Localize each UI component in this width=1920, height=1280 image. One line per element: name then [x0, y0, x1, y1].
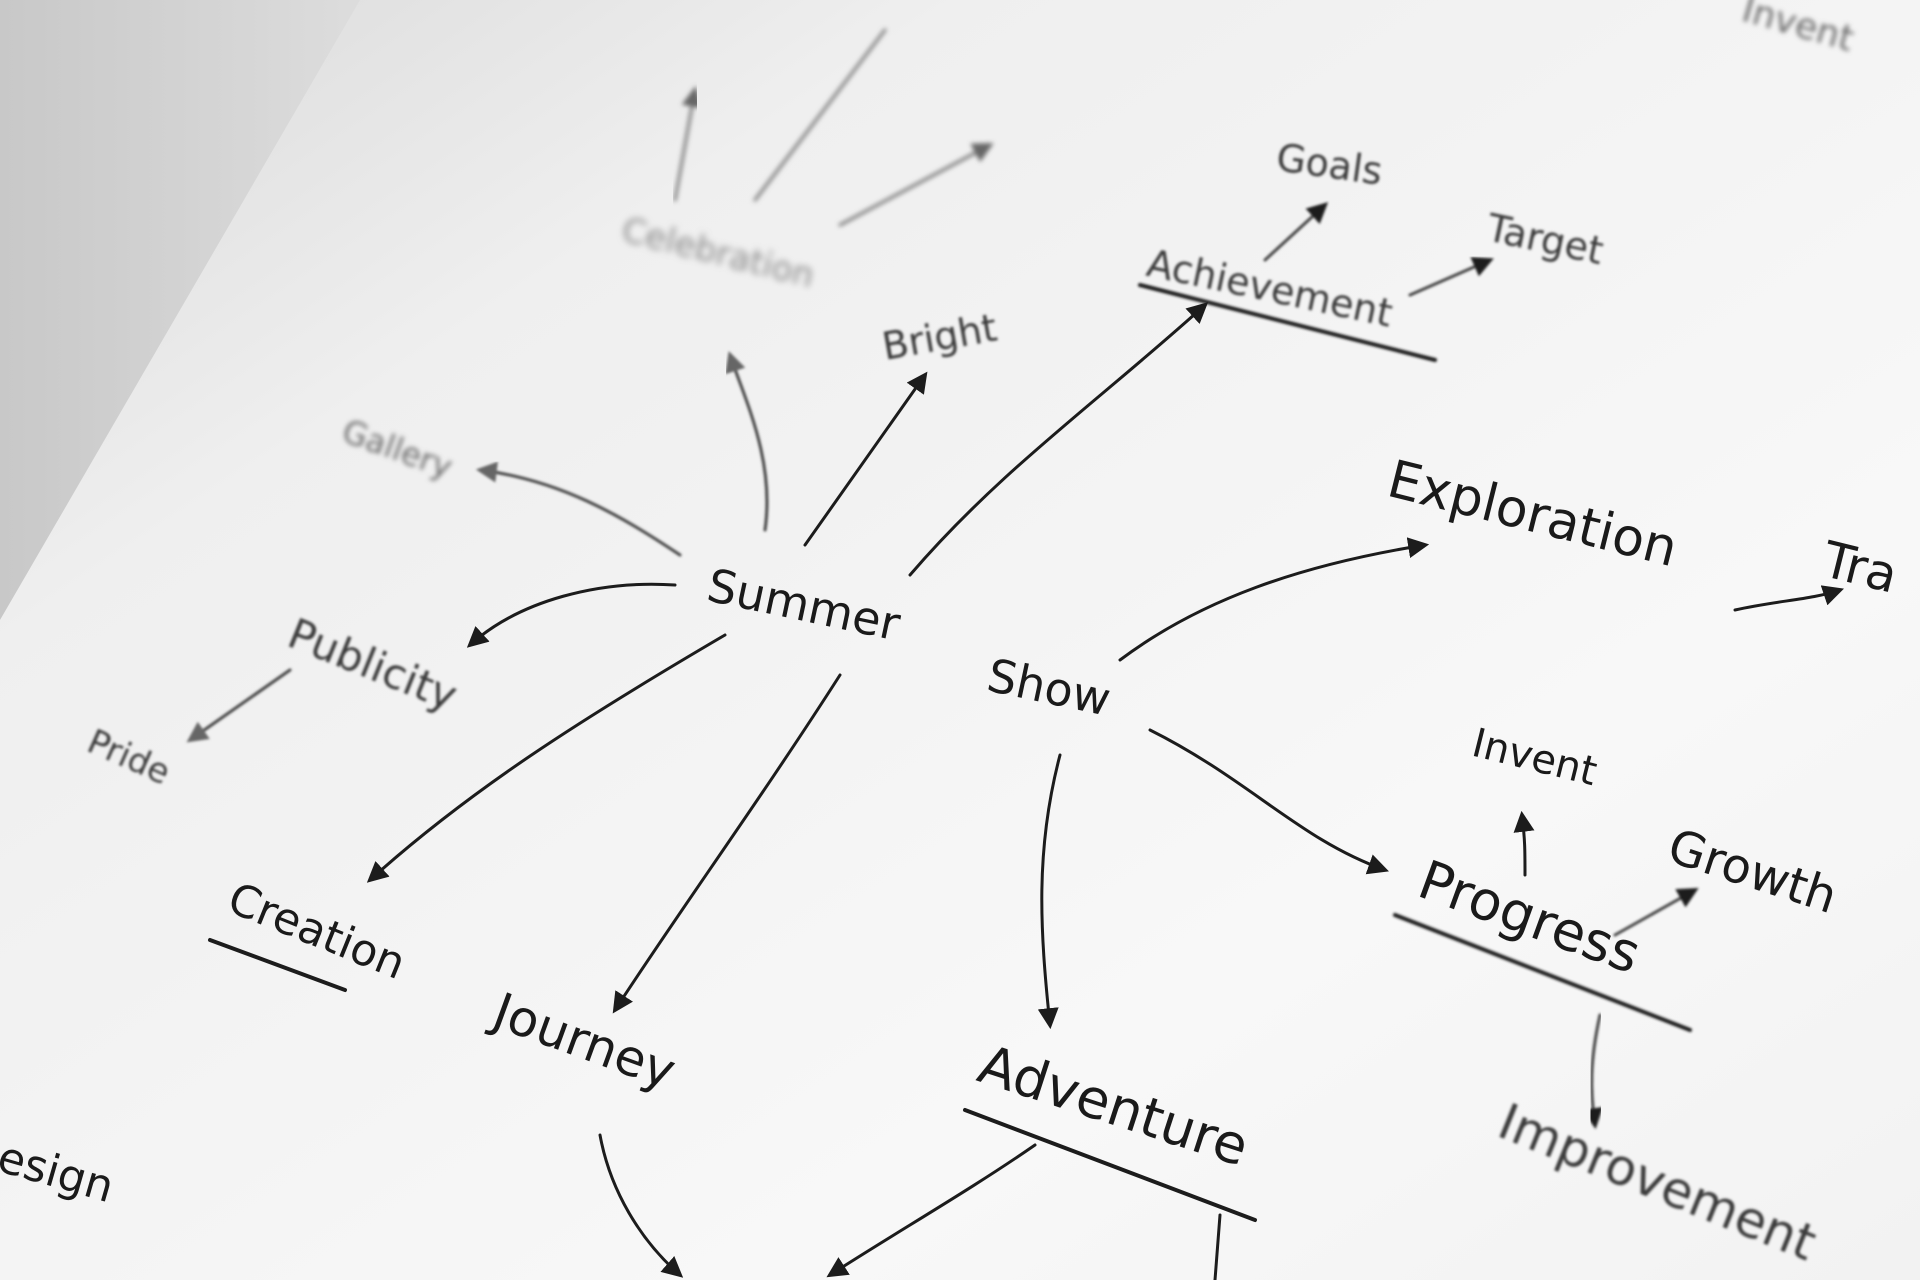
near-edges	[366, 202, 1844, 1280]
far-edges	[186, 28, 994, 743]
underlines	[208, 283, 1692, 1222]
